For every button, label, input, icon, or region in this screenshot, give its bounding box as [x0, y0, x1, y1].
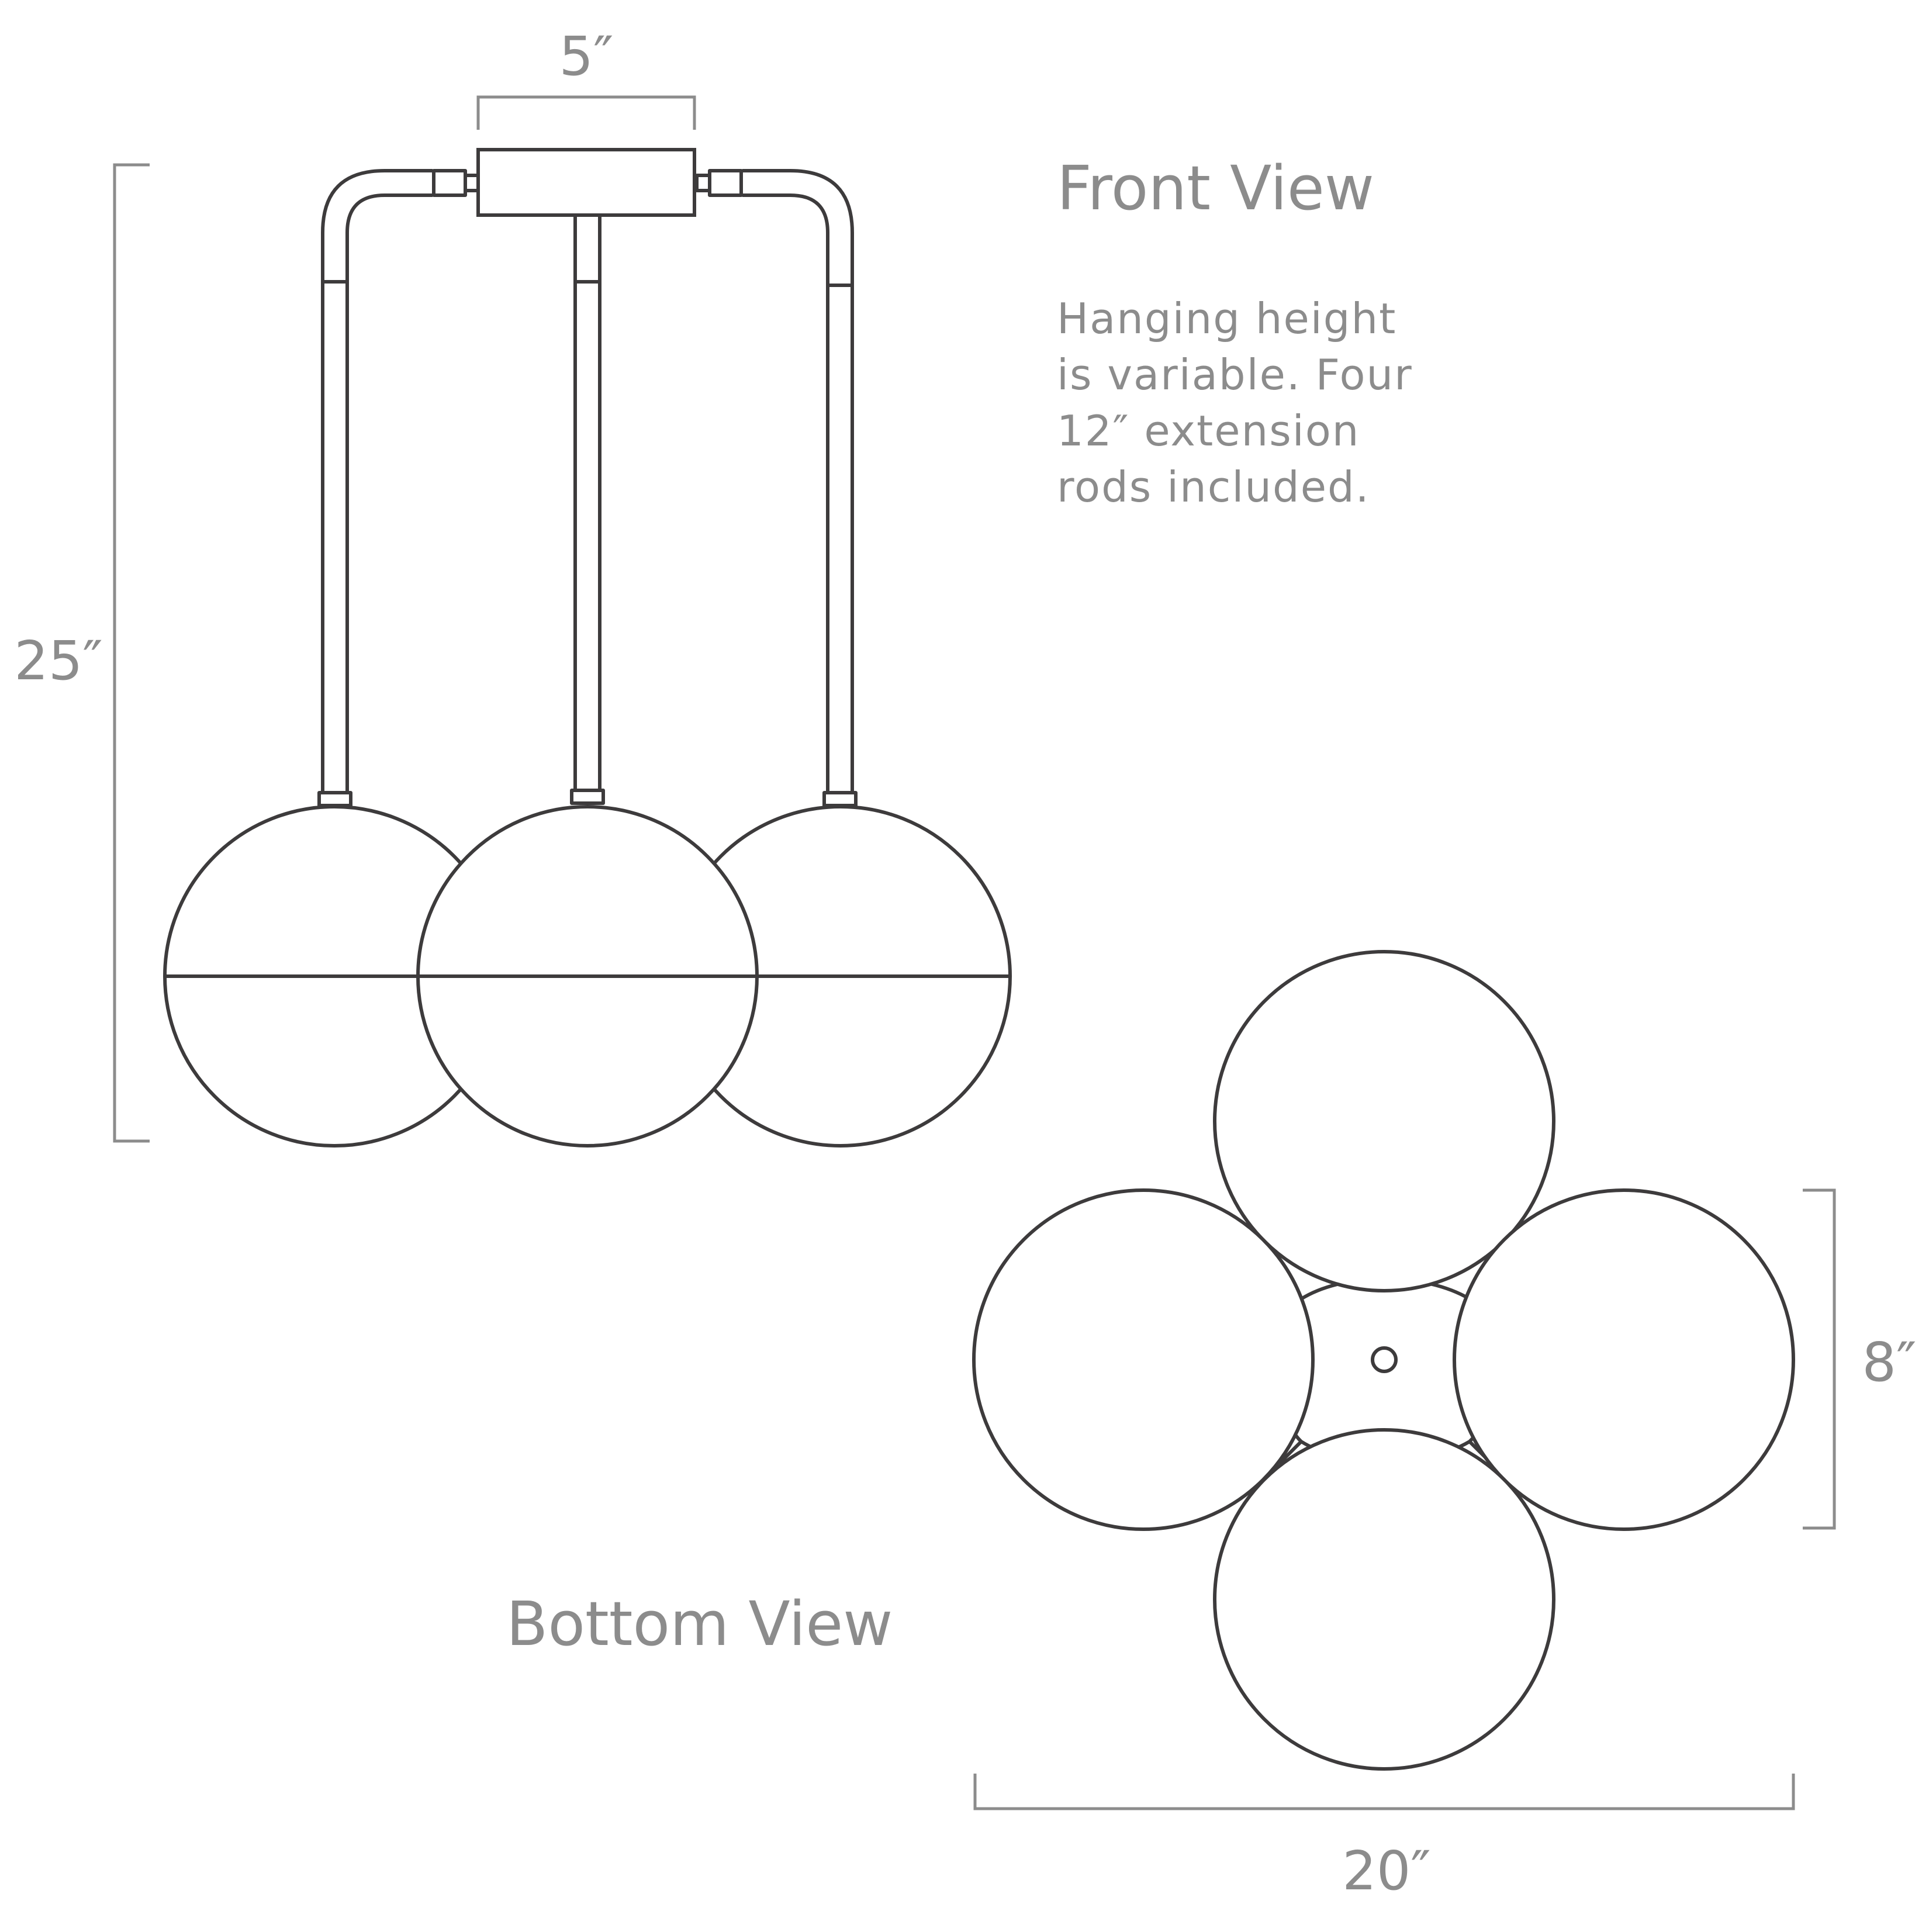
bottom-view-title: Bottom View [506, 1588, 893, 1660]
center-stem-tube [573, 173, 601, 790]
left-arm-inner-edge [345, 193, 433, 793]
height-bracket [113, 163, 150, 1143]
canopy-width-dimension: 5″ [476, 25, 696, 130]
note-line-2: is variable. Four [1057, 350, 1413, 399]
right-arm-outer-edge [742, 169, 854, 793]
canopy [476, 148, 696, 217]
right-arm-inner-edge [742, 193, 829, 793]
center-hub-hole [1371, 1346, 1398, 1373]
globe-diameter-label: 8″ [1862, 1331, 1917, 1394]
globe-diameter-dimension: 8″ [1803, 1188, 1917, 1530]
center-stem-cap [570, 789, 605, 805]
left-arm-outer-edge [321, 169, 433, 793]
right-arm-socket [695, 174, 711, 192]
height-label: 25″ [14, 630, 102, 692]
bottom-globe-left [972, 1188, 1315, 1531]
left-arm [317, 169, 480, 807]
front-view-drawing: 5″ 25″ [14, 25, 1012, 1148]
left-arm-coupler [432, 169, 467, 197]
note-line-4: rods included. [1057, 462, 1370, 511]
left-arm-socket [464, 174, 480, 192]
center-stem [570, 173, 605, 805]
globe-diameter-bracket [1803, 1188, 1836, 1530]
note-line-3: 12″ extension [1057, 406, 1360, 455]
bottom-view-drawing [972, 950, 1795, 1771]
center-globe [416, 805, 759, 1148]
front-view-title: Front View [1057, 153, 1374, 224]
right-arm [695, 169, 858, 807]
hub-arm-bottom-left [1277, 1440, 1303, 1466]
bottom-globe-top [1213, 950, 1555, 1292]
canopy-width-bracket [476, 95, 696, 130]
right-arm-coupler [708, 169, 743, 197]
height-dimension: 25″ [14, 163, 150, 1143]
bottom-globe-bottom [1213, 1428, 1555, 1771]
left-arm-cap [317, 791, 352, 807]
note-line-1: Hanging height [1057, 294, 1396, 343]
canopy-width-label: 5″ [559, 25, 614, 88]
hanging-height-note: Hanging height is variable. Four 12″ ext… [1057, 294, 1413, 511]
overall-width-dimension: 20″ [973, 1774, 1795, 1902]
bottom-globe-right [1453, 1188, 1795, 1531]
right-arm-cap [822, 791, 858, 807]
overall-width-bracket [973, 1774, 1795, 1810]
overall-width-label: 20″ [1342, 1840, 1430, 1902]
